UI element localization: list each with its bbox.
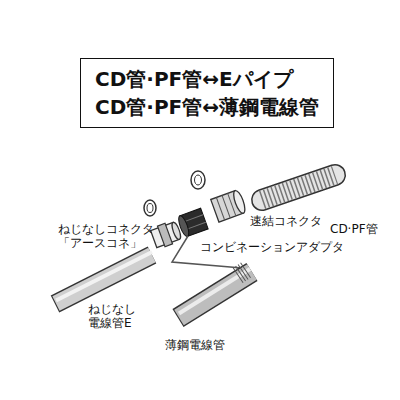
part-label: ねじなしコネクタ 「アースコネ」 <box>58 222 158 250</box>
part-label: コンビネーションアダプタ <box>200 240 344 254</box>
part-label: ねじなし 電線管E <box>88 302 140 330</box>
part-label: CD·PF管 <box>330 222 378 236</box>
part-label: 速結コネクタ <box>250 214 322 228</box>
title-box: CD管·PF管↔EパイプCD管·PF管↔薄鋼電線管 <box>80 58 334 128</box>
part-label: 薄鋼電線管 <box>165 338 225 352</box>
title-line: CD管·PF管↔Eパイプ <box>95 65 319 93</box>
title-line: CD管·PF管↔薄鋼電線管 <box>95 93 319 121</box>
